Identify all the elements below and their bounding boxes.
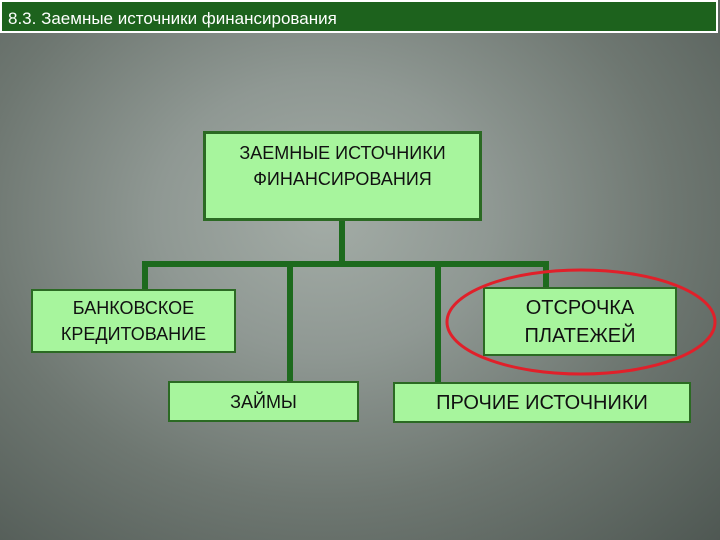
- node-loans: ЗАЙМЫ: [168, 381, 359, 422]
- node-other-sources: ПРОЧИЕ ИСТОЧНИКИ: [393, 382, 691, 423]
- node-label: ЗАЕМНЫЕ ИСТОЧНИКИ ФИНАНСИРОВАНИЯ: [239, 143, 446, 189]
- node-borrowed-financing-sources: ЗАЕМНЫЕ ИСТОЧНИКИ ФИНАНСИРОВАНИЯ: [203, 131, 482, 221]
- node-label: БАНКОВСКОЕ КРЕДИТОВАНИЕ: [60, 298, 207, 344]
- node-label: ЗАЙМЫ: [230, 391, 297, 412]
- node-payment-deferral: ОТСРОЧКА ПЛАТЕЖЕЙ: [483, 287, 677, 356]
- slide-title: 8.3. Заемные источники финансирования: [0, 0, 718, 33]
- node-label: ПРОЧИЕ ИСТОЧНИКИ: [436, 391, 648, 414]
- node-label: ОТСРОЧКА ПЛАТЕЖЕЙ: [524, 296, 636, 347]
- node-bank-lending: БАНКОВСКОЕ КРЕДИТОВАНИЕ: [31, 289, 236, 353]
